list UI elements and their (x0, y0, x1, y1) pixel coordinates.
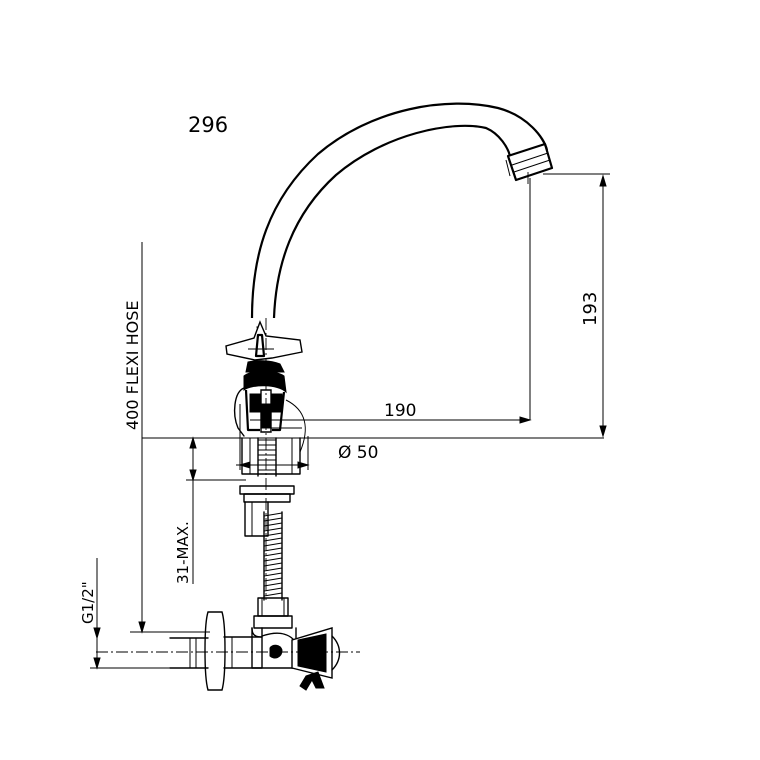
spout (250, 102, 549, 319)
body-to-outlet-label: 190 (384, 401, 416, 421)
thread-size-label: G1/2" (79, 581, 97, 624)
spout-height-label: 193 (580, 292, 601, 326)
center-lines (96, 172, 529, 653)
spout-reach-label: 296 (188, 113, 228, 137)
flexi-hose (263, 511, 283, 601)
angle-valve (169, 597, 341, 691)
hose-length-label: 400 FLEXI HOSE (123, 300, 142, 430)
valve-body (233, 360, 302, 437)
aerator (505, 142, 554, 182)
mounting-shank (239, 437, 301, 537)
max-thickness-label: 31-MAX. (174, 521, 192, 584)
body-diameter-label: Ø 50 (338, 443, 378, 463)
cross-handle (225, 320, 303, 361)
dimension-labels: 296 193 190 Ø 50 400 FLEXI HOSE 31-MAX. … (79, 113, 601, 624)
dimension-lines (90, 173, 610, 670)
